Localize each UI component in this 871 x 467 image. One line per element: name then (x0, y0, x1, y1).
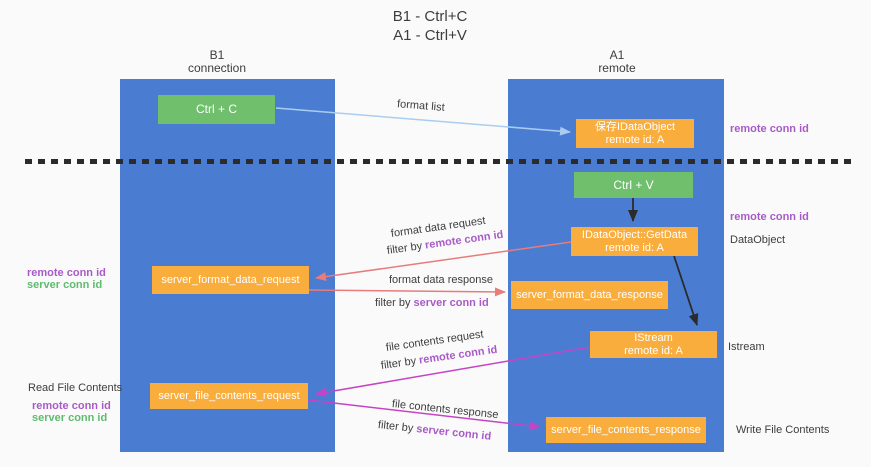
lifeline-header-b1: B1 connection (157, 49, 277, 75)
file-contents-response-label: file contents response (391, 398, 500, 422)
server-conn-id-key: server conn id (415, 423, 492, 443)
title-line-1: B1 - Ctrl+C (392, 8, 468, 25)
filter-by-text: filter by (377, 419, 417, 435)
node-server-format-data-request-label: server_format_data_request (161, 273, 300, 286)
right-remote-conn-id-label-top: remote conn id (730, 123, 809, 135)
left-remote-conn-id-label-1: remote conn id (27, 267, 106, 279)
node-idataobject-getdata: IDataObject::GetData remote id: A (571, 227, 698, 256)
left-server-conn-id-label-1: server conn id (27, 279, 103, 291)
node-ctrl-c-label: Ctrl + C (195, 102, 237, 116)
node-saved-idataobject-line2: remote id: A (605, 133, 665, 146)
node-server-format-data-response-label: server_format_data_response (516, 288, 663, 301)
copy-paste-divider-line (25, 159, 852, 164)
write-file-contents-label: Write File Contents (736, 424, 830, 436)
dataobject-label: DataObject (730, 234, 786, 246)
format-data-response-filter-label: filter by server conn id (375, 297, 489, 309)
node-server-file-contents-request: server_file_contents_request (150, 383, 308, 409)
file-contents-response-filter-label: filter by server conn id (377, 419, 491, 443)
node-server-file-contents-response-label: server_file_contents_response (551, 423, 701, 436)
node-saved-idataobject-line1: 保存IDataObject (594, 120, 676, 133)
right-remote-conn-id-label-mid: remote conn id (730, 211, 809, 223)
lifeline-b1-name: B1 (209, 48, 225, 62)
left-remote-conn-id-label-2: remote conn id (32, 400, 111, 412)
lifeline-header-a1: A1 remote (557, 49, 677, 75)
format-data-response-label: format data response (389, 274, 493, 286)
filter-by-text: filter by (380, 354, 420, 372)
server-conn-id-key: server conn id (413, 297, 489, 309)
lifeline-a1-role: remote (598, 61, 636, 75)
node-server-format-data-response: server_format_data_response (511, 281, 668, 309)
format-list-label: format list (396, 98, 446, 114)
istream-side-label: Istream (728, 341, 765, 353)
node-ctrl-v: Ctrl + V (574, 172, 693, 198)
filter-by-text: filter by (386, 239, 426, 257)
node-server-format-data-request: server_format_data_request (152, 266, 309, 294)
diagram-title: B1 - Ctrl+C A1 - Ctrl+V (330, 7, 530, 45)
node-ctrl-v-label: Ctrl + V (613, 177, 654, 192)
node-idataobject-getdata-line2: remote id: A (605, 241, 664, 254)
filter-by-text: filter by (375, 297, 414, 309)
title-line-2: A1 - Ctrl+V (393, 27, 467, 44)
node-idataobject-getdata-line1: IDataObject::GetData (581, 228, 688, 241)
format-data-response-arrow (308, 287, 506, 297)
read-file-contents-label: Read File Contents (28, 382, 123, 394)
lifeline-a1-name: A1 (609, 48, 625, 62)
left-server-conn-id-label-2: server conn id (32, 412, 108, 424)
node-istream-line2: remote id: A (624, 344, 683, 357)
node-server-file-contents-response: server_file_contents_response (546, 417, 706, 443)
node-server-file-contents-request-label: server_file_contents_request (158, 389, 300, 402)
lifeline-b1-role: connection (187, 61, 247, 75)
node-saved-idataobject: 保存IDataObject remote id: A (576, 119, 694, 148)
node-istream-line1: IStream (634, 331, 673, 344)
node-ctrl-c: Ctrl + C (158, 95, 275, 124)
node-istream: IStream remote id: A (590, 331, 717, 358)
